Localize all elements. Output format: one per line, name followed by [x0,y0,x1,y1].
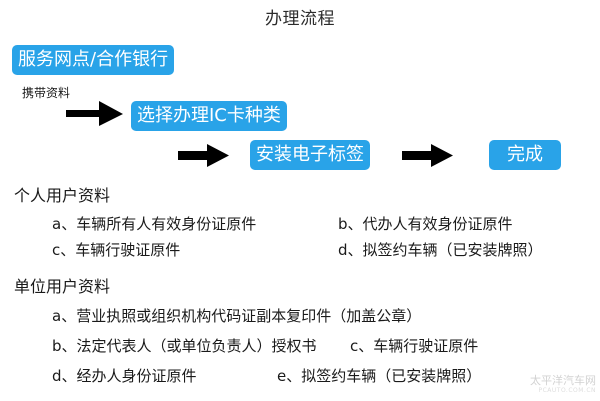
flow-box-service-point[interactable]: 服务网点/合作银行 [12,45,175,75]
right-arrow-icon [66,99,124,127]
flow-box-install-etag[interactable]: 安装电子标签 [250,140,370,170]
list-item: d、拟签约车辆（已安装牌照） [338,241,543,259]
list-item: a、营业执照或组织机构代码证副本复印件（加盖公章） [52,307,422,325]
watermark-site-url: PCAUTO.COM.CN [538,387,596,394]
flow-box-select-ic-card[interactable]: 选择办理IC卡种类 [131,101,287,131]
section-heading-company: 单位用户资料 [14,277,111,296]
list-item: e、拟签约车辆（已安装牌照） [277,367,482,385]
flow-box-done[interactable]: 完成 [489,140,561,170]
right-arrow-icon [178,143,230,168]
list-item: b、法定代表人（或单位负责人）授权书 [52,337,317,355]
list-item: c、车辆行驶证原件 [52,241,181,259]
list-item: b、代办人有效身份证原件 [338,215,513,233]
watermark: 太平洋汽车网 PCAUTO.COM.CN [530,375,596,395]
section-heading-personal: 个人用户资料 [14,186,111,205]
watermark-site-name: 太平洋汽车网 [530,374,596,387]
right-arrow-icon [402,143,454,168]
arrow-label-bring-documents: 携带资料 [22,86,71,100]
list-item: c、车辆行驶证原件 [350,337,479,355]
list-item: d、经办人身份证原件 [52,367,197,385]
page-title: 办理流程 [265,9,335,29]
list-item: a、车辆所有人有效身份证原件 [52,215,257,233]
